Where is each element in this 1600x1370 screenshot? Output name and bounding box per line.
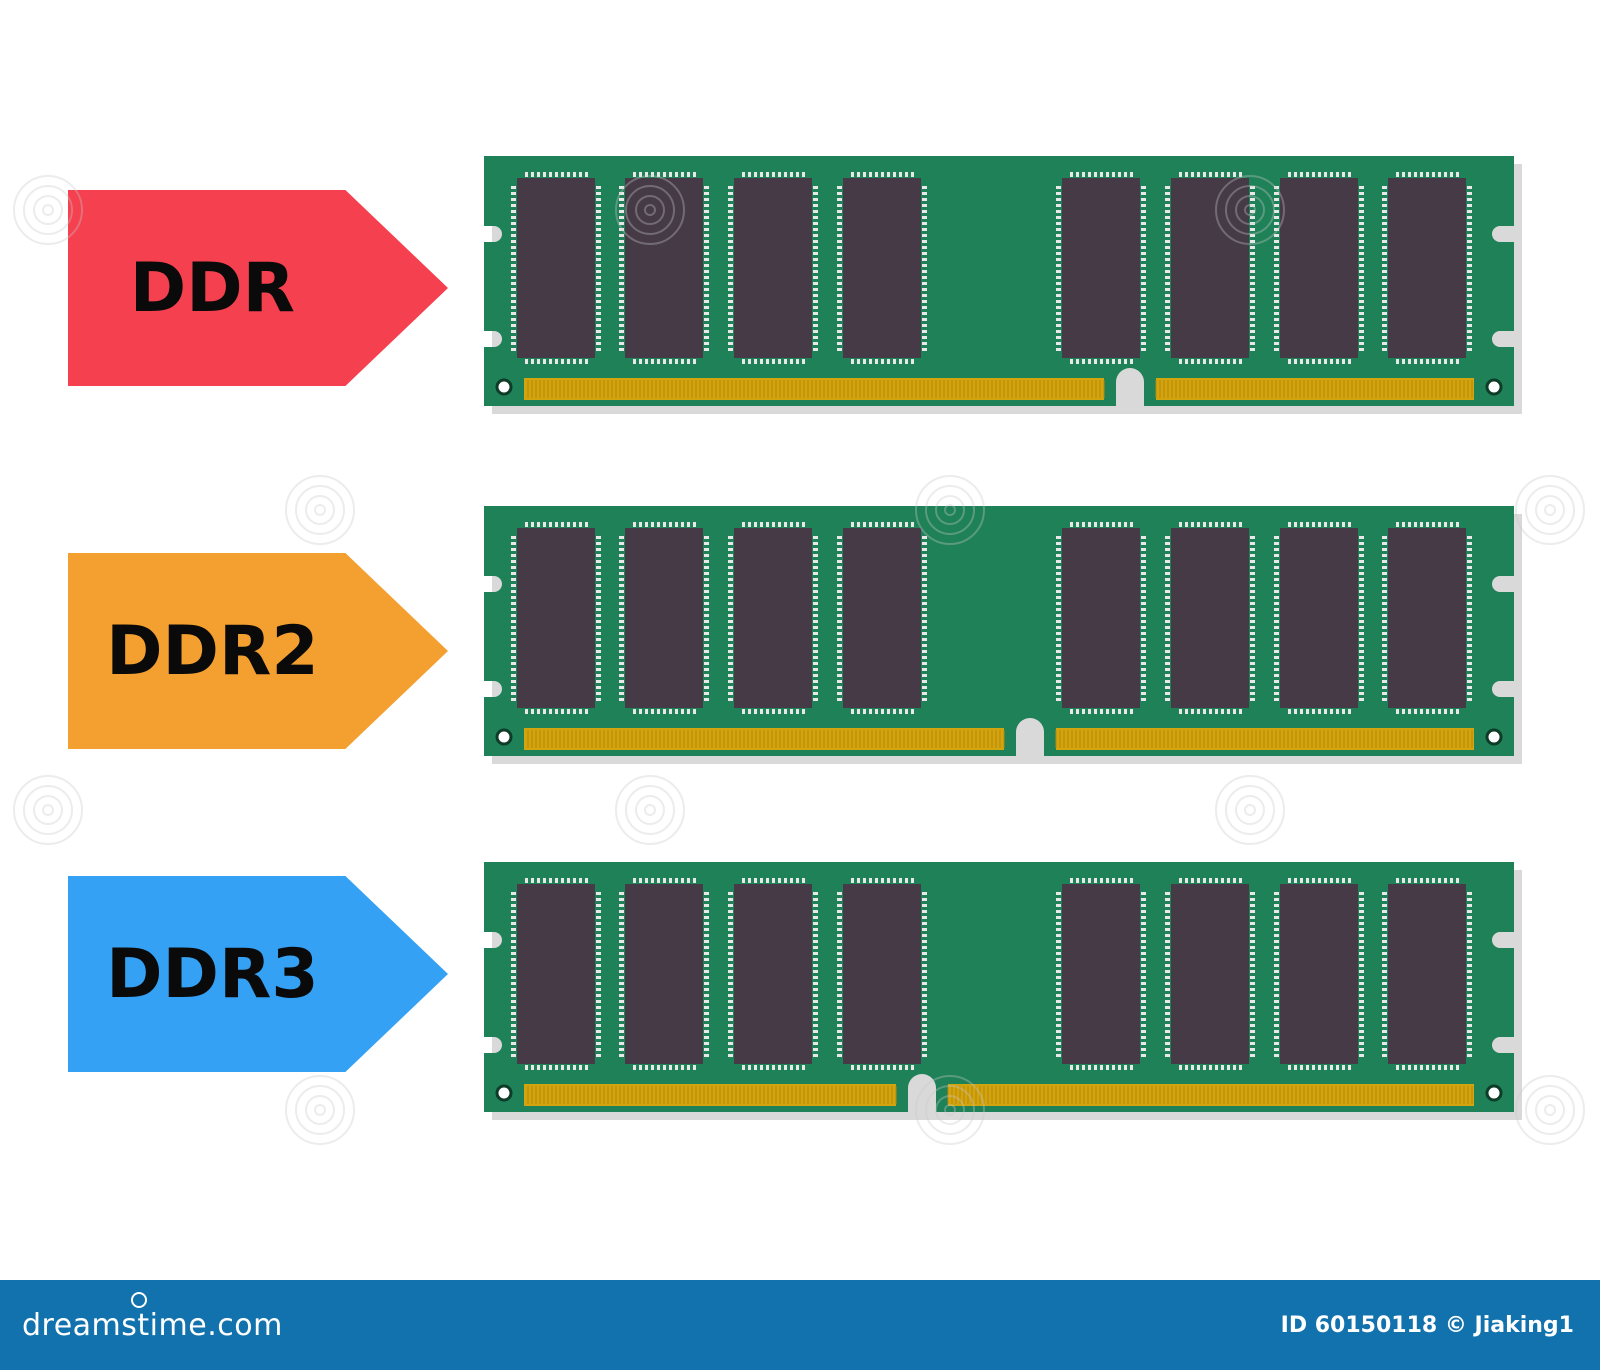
memory-chip xyxy=(1274,172,1364,364)
memory-chip xyxy=(511,522,601,714)
watermark-spiral-icon xyxy=(1216,776,1284,844)
watermark-spiral-icon xyxy=(1516,476,1584,544)
memory-chip xyxy=(511,878,601,1070)
gold-contacts xyxy=(524,378,1104,400)
memory-chip xyxy=(1274,878,1364,1070)
ddr3-tag: DDR3 xyxy=(68,876,448,1072)
memory-chip xyxy=(728,172,818,364)
memory-chip xyxy=(619,522,709,714)
memory-chip xyxy=(1382,172,1472,364)
brand-name[interactable]: dreamstime.com xyxy=(22,1308,283,1343)
gold-contacts xyxy=(948,1084,1474,1106)
gold-contacts xyxy=(1056,728,1474,750)
memory-chip xyxy=(837,172,927,364)
memory-chip xyxy=(1056,522,1146,714)
memory-chip xyxy=(619,172,709,364)
memory-chip xyxy=(1382,878,1472,1070)
mounting-hole xyxy=(497,1086,511,1100)
footer-bar: dreamstime.com ID 60150118 © Jiaking1 xyxy=(0,1280,1600,1370)
memory-chip xyxy=(728,522,818,714)
memory-chip xyxy=(1056,878,1146,1070)
ddr-module-graphic xyxy=(484,156,1524,414)
memory-chip xyxy=(511,172,601,364)
mounting-hole xyxy=(497,380,511,394)
ddr3-label: DDR3 xyxy=(68,935,357,1014)
memory-chip xyxy=(1382,522,1472,714)
brand-logo-icon xyxy=(131,1292,147,1308)
ddr-label: DDR xyxy=(68,249,357,328)
mounting-hole xyxy=(1487,1086,1501,1100)
watermark-spiral-icon xyxy=(286,476,354,544)
ddr2-tag: DDR2 xyxy=(68,553,448,749)
memory-chip xyxy=(1165,878,1255,1070)
watermark-spiral-icon xyxy=(286,1076,354,1144)
image-credit: ID 60150118 © Jiaking1 xyxy=(1281,1313,1574,1338)
memory-chip xyxy=(837,878,927,1070)
mounting-hole xyxy=(1487,380,1501,394)
ddr2-label: DDR2 xyxy=(68,612,357,691)
ddr-memory-module xyxy=(484,156,1524,414)
ddr2-module-graphic xyxy=(484,506,1524,764)
ddr2-memory-module xyxy=(484,506,1524,764)
memory-chip xyxy=(1165,522,1255,714)
ddr3-module-graphic xyxy=(484,862,1524,1120)
watermark-spiral-icon xyxy=(616,776,684,844)
ddr3-memory-module xyxy=(484,862,1524,1120)
watermark-spiral-icon xyxy=(1516,1076,1584,1144)
memory-chip xyxy=(1165,172,1255,364)
watermark-spiral-icon xyxy=(14,776,82,844)
memory-chip xyxy=(619,878,709,1070)
memory-chip xyxy=(837,522,927,714)
memory-chip xyxy=(728,878,818,1070)
memory-chip xyxy=(1274,522,1364,714)
mounting-hole xyxy=(1487,730,1501,744)
mounting-hole xyxy=(497,730,511,744)
ddr-tag: DDR xyxy=(68,190,448,386)
memory-chip xyxy=(1056,172,1146,364)
